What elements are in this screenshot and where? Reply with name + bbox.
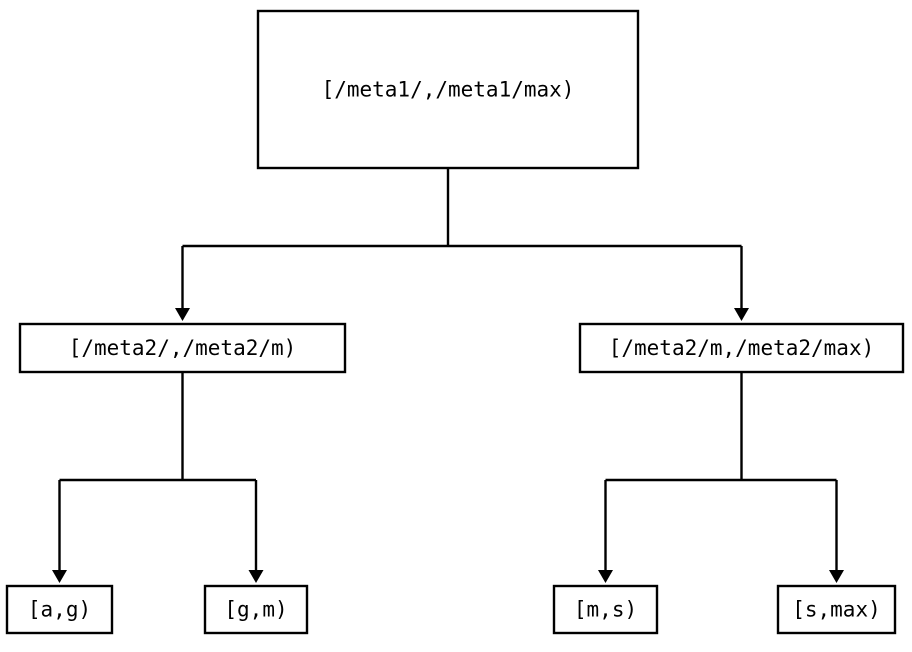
node-leaf-1[interactable]: [a,g) xyxy=(5,584,114,635)
node-mid-left-label: [/meta2/,/meta2/m) xyxy=(69,336,297,360)
node-root-label: [/meta1/,/meta1/max) xyxy=(322,78,575,102)
arrow-icon-mid_left-to-leaf_1 xyxy=(52,570,67,583)
node-leaf-1-box xyxy=(5,584,114,635)
arrow-icon-mid_right-to-leaf_4 xyxy=(829,570,844,583)
node-mid-left-box xyxy=(18,322,347,374)
node-root-box xyxy=(256,9,640,170)
node-mid-right-label: [/meta2/m,/meta2/max) xyxy=(609,336,875,360)
connector-layer xyxy=(52,168,844,583)
node-leaf-3[interactable]: [m,s) xyxy=(552,584,659,635)
node-leaf-3-box xyxy=(552,584,659,635)
node-leaf-4-box xyxy=(776,584,897,635)
node-layer: [/meta1/,/meta1/max) [/meta2/,/meta2/m) … xyxy=(5,9,905,635)
node-root[interactable]: [/meta1/,/meta1/max) xyxy=(256,9,640,170)
node-leaf-4-label: [s,max) xyxy=(792,598,881,622)
node-leaf-2-box xyxy=(203,584,309,635)
arrow-icon-mid_right-to-leaf_3 xyxy=(598,570,613,583)
arrow-icon-root-to-mid_right xyxy=(734,308,749,321)
node-leaf-4[interactable]: [s,max) xyxy=(776,584,897,635)
node-leaf-1-label: [a,g) xyxy=(28,598,91,622)
node-leaf-2-label: [g,m) xyxy=(224,598,287,622)
node-mid-right[interactable]: [/meta2/m,/meta2/max) xyxy=(578,322,905,374)
arrow-icon-root-to-mid_left xyxy=(175,308,190,321)
arrow-icon-mid_left-to-leaf_2 xyxy=(248,570,264,583)
node-leaf-2[interactable]: [g,m) xyxy=(203,584,309,635)
node-mid-left[interactable]: [/meta2/,/meta2/m) xyxy=(18,322,347,374)
node-mid-right-box xyxy=(578,322,905,374)
node-leaf-3-label: [m,s) xyxy=(574,598,637,622)
